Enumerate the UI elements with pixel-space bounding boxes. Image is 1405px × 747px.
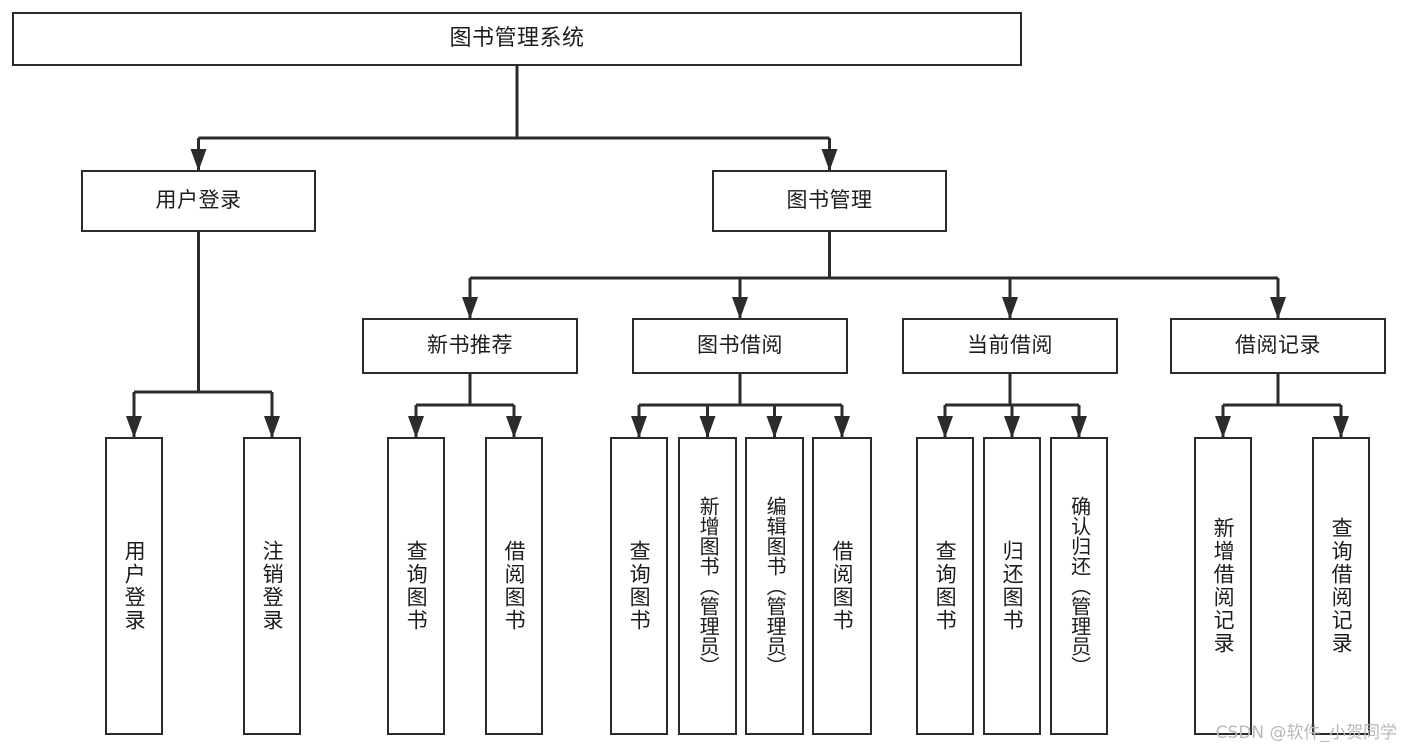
node-leaf-add-book[interactable]: 新增图书（管理员） (678, 437, 737, 735)
node-leaf-return-book[interactable]: 归还图书 (983, 437, 1041, 735)
node-label-user-login: 用户登录 (155, 188, 242, 213)
node-user-login[interactable]: 用户登录 (81, 170, 316, 232)
node-leaf-query-book-3[interactable]: 查询图书 (916, 437, 974, 735)
node-borrow-record[interactable]: 借阅记录 (1170, 318, 1386, 374)
node-leaf-edit-book[interactable]: 编辑图书（管理员） (745, 437, 804, 735)
node-label-leaf-query-book-2: 查询图书 (627, 540, 652, 632)
node-label-leaf-borrow-book-1: 借阅图书 (502, 540, 527, 632)
node-label-leaf-borrow-book-2: 借阅图书 (830, 540, 855, 632)
node-label-book-borrow: 图书借阅 (697, 333, 783, 358)
arrowhead-new-book-rec-1 (506, 416, 522, 438)
csdn-watermark: CSDN @软件_小贺同学 (1215, 723, 1397, 743)
node-leaf-borrow-book-2[interactable]: 借阅图书 (812, 437, 872, 735)
arrowhead-book-borrow-3 (834, 416, 850, 438)
arrowhead-user-login-1 (264, 416, 280, 438)
node-new-book-rec[interactable]: 新书推荐 (362, 318, 578, 374)
node-label-leaf-query-book-3: 查询图书 (933, 540, 958, 632)
node-label-leaf-query-book-1: 查询图书 (404, 540, 429, 632)
arrowhead-new-book-rec-0 (408, 416, 424, 438)
node-label-leaf-add-book: 新增图书（管理员） (696, 496, 721, 676)
node-label-new-book-rec: 新书推荐 (427, 333, 513, 358)
node-current-borrow[interactable]: 当前借阅 (902, 318, 1118, 374)
arrowhead-user-login-0 (126, 416, 142, 438)
node-leaf-borrow-book-1[interactable]: 借阅图书 (485, 437, 543, 735)
node-label-current-borrow: 当前借阅 (967, 333, 1053, 358)
arrowhead-current-borrow-0 (937, 416, 953, 438)
node-leaf-confirm-return[interactable]: 确认归还（管理员） (1050, 437, 1108, 735)
node-root[interactable]: 图书管理系统 (12, 12, 1022, 66)
arrowhead-book-borrow-2 (766, 416, 783, 438)
arrowhead-borrow-record-0 (1215, 416, 1231, 438)
node-label-leaf-confirm-return: 确认归还（管理员） (1067, 496, 1092, 676)
node-label-leaf-logout: 注销登录 (260, 540, 285, 632)
node-label-root: 图书管理系统 (449, 25, 585, 51)
arrowhead-book-manage-2 (1002, 297, 1018, 319)
node-book-manage[interactable]: 图书管理 (712, 170, 947, 232)
node-leaf-query-record[interactable]: 查询借阅记录 (1312, 437, 1370, 735)
arrowhead-book-manage-3 (1270, 297, 1286, 319)
arrowhead-root-1 (821, 149, 838, 171)
arrowhead-book-borrow-1 (699, 416, 716, 438)
arrowhead-book-borrow-0 (631, 416, 647, 438)
node-leaf-user-login[interactable]: 用户登录 (105, 437, 163, 735)
node-leaf-query-book-2[interactable]: 查询图书 (610, 437, 668, 735)
node-book-borrow[interactable]: 图书借阅 (632, 318, 848, 374)
node-label-leaf-query-record: 查询借阅记录 (1329, 517, 1354, 655)
node-leaf-add-record[interactable]: 新增借阅记录 (1194, 437, 1252, 735)
node-label-leaf-edit-book: 编辑图书（管理员） (763, 496, 788, 676)
node-leaf-logout[interactable]: 注销登录 (243, 437, 301, 735)
node-label-borrow-record: 借阅记录 (1235, 333, 1321, 358)
arrowhead-current-borrow-1 (1004, 416, 1020, 438)
arrowhead-book-manage-0 (462, 297, 478, 319)
arrowhead-current-borrow-2 (1071, 416, 1087, 438)
node-label-leaf-user-login: 用户登录 (122, 540, 147, 632)
node-leaf-query-book-1[interactable]: 查询图书 (387, 437, 445, 735)
arrowhead-borrow-record-1 (1333, 416, 1349, 438)
arrowhead-book-manage-1 (732, 297, 748, 319)
node-label-leaf-return-book: 归还图书 (1000, 540, 1025, 632)
node-label-book-manage: 图书管理 (786, 188, 873, 213)
arrowhead-root-0 (190, 149, 207, 171)
node-label-leaf-add-record: 新增借阅记录 (1211, 517, 1236, 655)
